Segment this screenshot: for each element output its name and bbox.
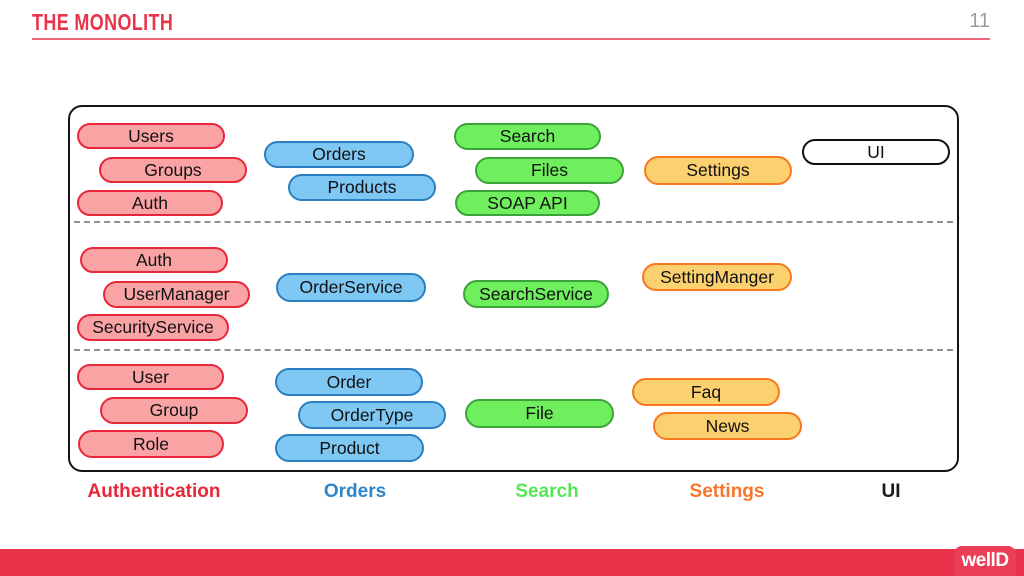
pill-file: File — [465, 399, 614, 428]
legend-label-search: Search — [515, 481, 579, 502]
pill-soap-api: SOAP API — [455, 190, 600, 216]
pill-group: Group — [100, 397, 248, 424]
pill-groups: Groups — [99, 157, 247, 183]
page-number: 11 — [969, 10, 990, 32]
pill-searchservice: SearchService — [463, 280, 609, 308]
welld-logo-text: wellD — [961, 550, 1009, 571]
legend-label-orders: Orders — [323, 481, 387, 502]
page-title: THE MONOLITH — [32, 9, 213, 36]
pill-ordertype: OrderType — [298, 401, 446, 429]
pill-orders: Orders — [264, 141, 414, 168]
legend-label-authentication: Authentication — [87, 481, 221, 502]
pill-news: News — [653, 412, 802, 440]
pill-settingmanger: SettingManger — [642, 263, 792, 291]
page-title-text: THE MONOLITH — [32, 9, 174, 35]
pill-product: Product — [275, 434, 424, 462]
footer-bar: wellD — [0, 546, 1024, 576]
pill-securityservice: SecurityService — [77, 314, 229, 341]
pill-faq: Faq — [632, 378, 780, 406]
pill-order: Order — [275, 368, 423, 396]
pill-usermanager: UserManager — [103, 281, 250, 308]
pill-products: Products — [288, 174, 436, 201]
pill-orderservice: OrderService — [276, 273, 426, 302]
pill-settings: Settings — [644, 156, 792, 185]
pill-user: User — [77, 364, 224, 390]
pill-files: Files — [475, 157, 624, 184]
pill-search: Search — [454, 123, 601, 150]
pill-ui: UI — [802, 139, 950, 165]
pill-users: Users — [77, 123, 225, 149]
pill-role: Role — [78, 430, 224, 458]
welld-logo: wellD — [954, 546, 1016, 576]
layer-divider-top — [74, 221, 953, 223]
legend-label-settings: Settings — [689, 481, 765, 502]
pill-auth: Auth — [80, 247, 228, 273]
pill-auth: Auth — [77, 190, 223, 216]
legend-label-ui: UI — [881, 481, 901, 502]
title-underline — [32, 38, 990, 40]
layer-divider-bottom — [74, 349, 953, 351]
